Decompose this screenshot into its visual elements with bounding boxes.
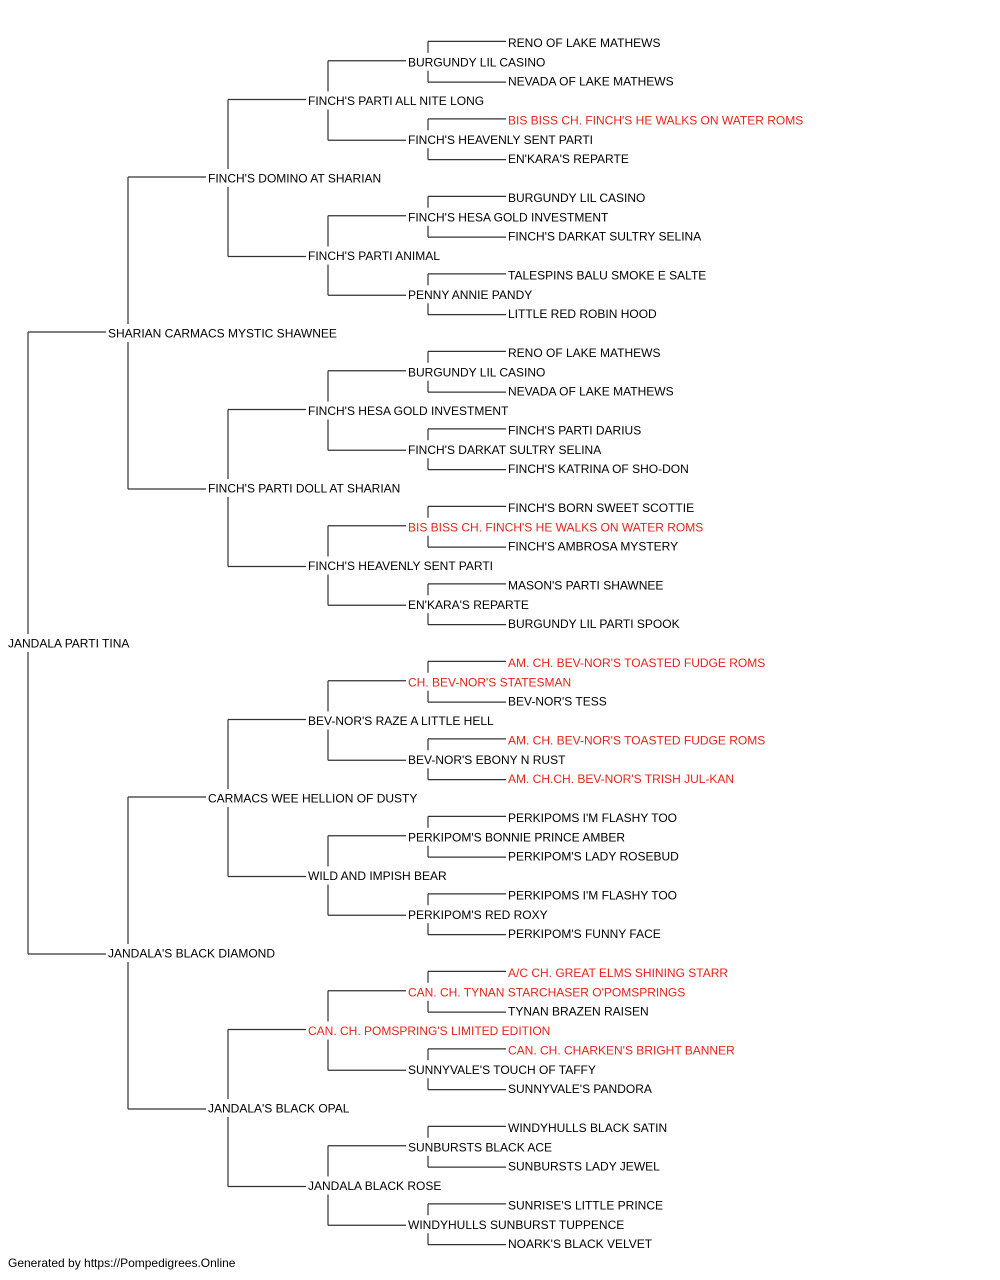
dog-name: PERKIPOM'S RED ROXY bbox=[408, 908, 548, 922]
dog-name: FINCH'S KATRINA OF SHO-DON bbox=[508, 462, 689, 476]
dog-name: BEV-NOR'S EBONY N RUST bbox=[408, 753, 566, 767]
dog-name: PERKIPOMS I'M FLASHY TOO bbox=[508, 888, 677, 902]
dog-name: FINCH'S PARTI DOLL AT SHARIAN bbox=[208, 482, 400, 496]
footer-credit: Generated by https://Pompedigrees.Online bbox=[8, 1256, 236, 1270]
dog-name: BURGUNDY LIL CASINO bbox=[408, 365, 545, 379]
dog-name: TALESPINS BALU SMOKE E SALTE bbox=[508, 268, 706, 282]
dog-name: SUNNYVALE'S PANDORA bbox=[508, 1082, 652, 1096]
dog-name: EN'KARA'S REPARTE bbox=[508, 152, 629, 166]
dog-name: JANDALA PARTI TINA bbox=[8, 637, 129, 651]
dog-name: FINCH'S HEAVENLY SENT PARTI bbox=[308, 559, 493, 573]
dog-name: NOARK'S BLACK VELVET bbox=[508, 1237, 653, 1251]
dog-name: SUNBURSTS LADY JEWEL bbox=[508, 1160, 660, 1174]
dog-name: TYNAN BRAZEN RAISEN bbox=[508, 1005, 649, 1019]
dog-name: FINCH'S BORN SWEET SCOTTIE bbox=[508, 501, 694, 515]
dog-name: PERKIPOM'S FUNNY FACE bbox=[508, 927, 661, 941]
dog-name: CAN. CH. POMSPRING'S LIMITED EDITION bbox=[308, 1024, 550, 1038]
dog-name: AM. CH. BEV-NOR'S TOASTED FUDGE ROMS bbox=[508, 656, 765, 670]
dog-name: CAN. CH. TYNAN STARCHASER O'POMSPRINGS bbox=[408, 985, 685, 999]
dog-name: JANDALA BLACK ROSE bbox=[308, 1179, 441, 1193]
dog-name: BEV-NOR'S TESS bbox=[508, 695, 607, 709]
dog-name: NEVADA OF LAKE MATHEWS bbox=[508, 385, 674, 399]
dog-name: BIS BISS CH. FINCH'S HE WALKS ON WATER R… bbox=[408, 520, 703, 534]
dog-name: EN'KARA'S REPARTE bbox=[408, 598, 529, 612]
dog-name: JANDALA'S BLACK OPAL bbox=[208, 1102, 350, 1116]
dog-name: FINCH'S DARKAT SULTRY SELINA bbox=[408, 443, 601, 457]
dog-name: SUNNYVALE'S TOUCH OF TAFFY bbox=[408, 1063, 596, 1077]
dog-name: AM. CH.CH. BEV-NOR'S TRISH JUL-KAN bbox=[508, 772, 734, 786]
dog-name: FINCH'S HEAVENLY SENT PARTI bbox=[408, 133, 593, 147]
dog-name: FINCH'S PARTI DARIUS bbox=[508, 423, 641, 437]
dog-name: WINDYHULLS BLACK SATIN bbox=[508, 1121, 667, 1135]
dog-name: FINCH'S PARTI ALL NITE LONG bbox=[308, 94, 484, 108]
dog-name: MASON'S PARTI SHAWNEE bbox=[508, 578, 663, 592]
dog-name: WILD AND IMPISH BEAR bbox=[308, 869, 447, 883]
dog-name: PERKIPOMS I'M FLASHY TOO bbox=[508, 811, 677, 825]
dog-name: BIS BISS CH. FINCH'S HE WALKS ON WATER R… bbox=[508, 113, 803, 127]
dog-name: PENNY ANNIE PANDY bbox=[408, 288, 532, 302]
dog-name: BEV-NOR'S RAZE A LITTLE HELL bbox=[308, 714, 494, 728]
dog-name: BURGUNDY LIL PARTI SPOOK bbox=[508, 617, 680, 631]
dog-name: BURGUNDY LIL CASINO bbox=[408, 55, 545, 69]
dog-name: JANDALA'S BLACK DIAMOND bbox=[108, 947, 275, 961]
dog-name: SHARIAN CARMACS MYSTIC SHAWNEE bbox=[108, 327, 337, 341]
dog-name: CAN. CH. CHARKEN'S BRIGHT BANNER bbox=[508, 1043, 735, 1057]
dog-name: FINCH'S AMBROSA MYSTERY bbox=[508, 540, 678, 554]
dog-name: FINCH'S PARTI ANIMAL bbox=[308, 249, 440, 263]
dog-name: SUNBURSTS BLACK ACE bbox=[408, 1140, 552, 1154]
dog-name: SUNRISE'S LITTLE PRINCE bbox=[508, 1198, 663, 1212]
dog-name: FINCH'S HESA GOLD INVESTMENT bbox=[408, 210, 609, 224]
dog-name: FINCH'S DARKAT SULTRY SELINA bbox=[508, 230, 701, 244]
dog-name: PERKIPOM'S LADY ROSEBUD bbox=[508, 850, 679, 864]
dog-name: BURGUNDY LIL CASINO bbox=[508, 191, 645, 205]
dog-name: LITTLE RED ROBIN HOOD bbox=[508, 307, 657, 321]
dog-name: RENO OF LAKE MATHEWS bbox=[508, 36, 660, 50]
dog-name: FINCH'S HESA GOLD INVESTMENT bbox=[308, 404, 509, 418]
dog-name: AM. CH. BEV-NOR'S TOASTED FUDGE ROMS bbox=[508, 733, 765, 747]
dog-name: PERKIPOM'S BONNIE PRINCE AMBER bbox=[408, 830, 625, 844]
dog-name: FINCH'S DOMINO AT SHARIAN bbox=[208, 172, 381, 186]
dog-name: CARMACS WEE HELLION OF DUSTY bbox=[208, 792, 417, 806]
dog-name: NEVADA OF LAKE MATHEWS bbox=[508, 75, 674, 89]
dog-name: WINDYHULLS SUNBURST TUPPENCE bbox=[408, 1218, 624, 1232]
dog-name: RENO OF LAKE MATHEWS bbox=[508, 346, 660, 360]
dog-name: CH. BEV-NOR'S STATESMAN bbox=[408, 675, 571, 689]
dog-name: A/C CH. GREAT ELMS SHINING STARR bbox=[508, 966, 728, 980]
